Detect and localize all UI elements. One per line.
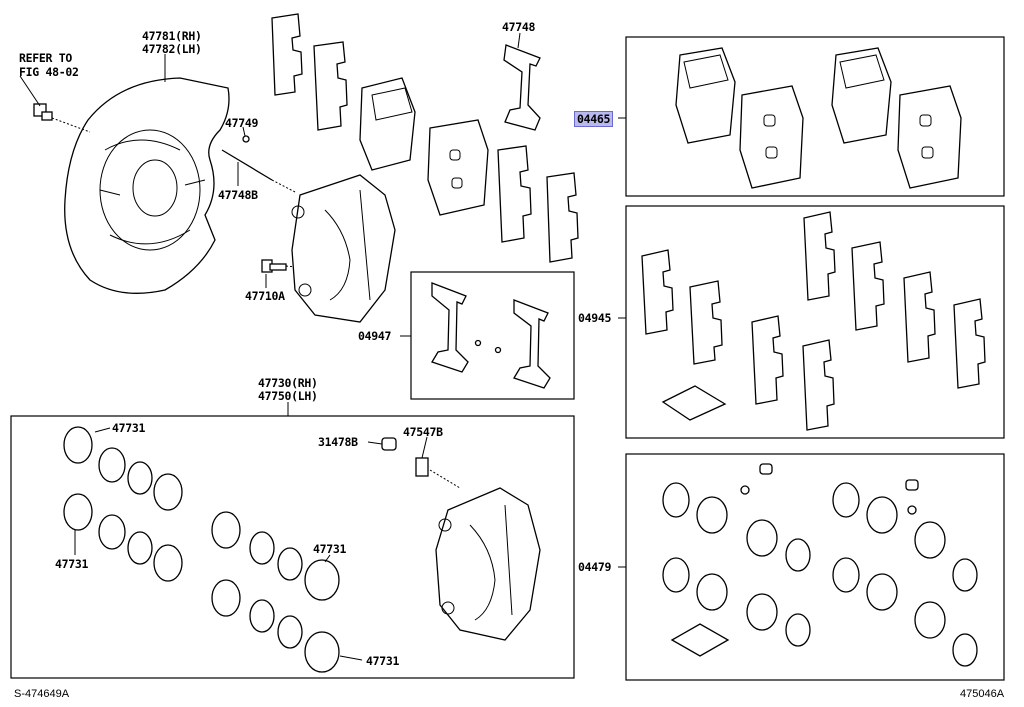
part-47710a-label[interactable]: 47710A: [245, 289, 285, 303]
clip-47749: [242, 135, 250, 143]
part-47748b-label[interactable]: 47748B: [218, 188, 258, 202]
pad-kit-04465: [675, 47, 962, 189]
pin-47748b: [221, 149, 273, 181]
clip-47748: [503, 44, 541, 131]
caliper-seal-kit: [63, 426, 340, 673]
part-04479-label[interactable]: 04479: [578, 560, 612, 574]
part-47547b-label[interactable]: 47547B: [403, 425, 443, 439]
part-47748-label[interactable]: 47748: [502, 20, 536, 34]
lower-caliper: [435, 487, 541, 641]
part-47731-label-d[interactable]: 47731: [366, 654, 400, 668]
kit-box-04465: [625, 36, 1005, 197]
seal-kit-04479: [662, 463, 978, 667]
part-47731-label-b[interactable]: 47731: [55, 557, 89, 571]
part-04947-label[interactable]: 04947: [358, 329, 392, 343]
fig-ref-label[interactable]: FIG 48-02: [19, 65, 79, 79]
refer-to-label: REFER TO: [19, 51, 72, 65]
bolt-refer-fig: [33, 103, 91, 133]
part-04945-label[interactable]: 04945: [578, 311, 612, 325]
shim-set-upper: [271, 13, 579, 263]
part-47731-label-a[interactable]: 47731: [112, 421, 146, 435]
part-31478b-label[interactable]: 31478B: [318, 435, 358, 449]
footer-right-code: 475046A: [960, 688, 1005, 700]
shim-kit-04945: [641, 211, 986, 431]
part-04465-label[interactable]: 04465: [574, 111, 614, 127]
footer-left-code: S-474649A: [14, 688, 70, 700]
upper-caliper: [291, 174, 396, 323]
pad-set-upper: [359, 77, 489, 216]
bleeder-47547b: [415, 457, 429, 477]
part-47731-label-c[interactable]: 47731: [313, 542, 347, 556]
part-47749-label[interactable]: 47749: [225, 116, 259, 130]
part-47750-label[interactable]: 47750(LH): [258, 389, 318, 403]
leader-lines: [74, 32, 521, 661]
part-47781-label[interactable]: 47781(RH): [142, 29, 202, 43]
part-47782-label[interactable]: 47782(LH): [142, 42, 202, 56]
part-47730-label[interactable]: 47730(RH): [258, 376, 318, 390]
clip-kit-04947: [431, 282, 551, 389]
kit-box-caliper-47730: [10, 415, 575, 679]
dust-shield: [64, 77, 230, 294]
kit-box-04945: [625, 205, 1005, 439]
cap-31478b: [381, 437, 397, 451]
